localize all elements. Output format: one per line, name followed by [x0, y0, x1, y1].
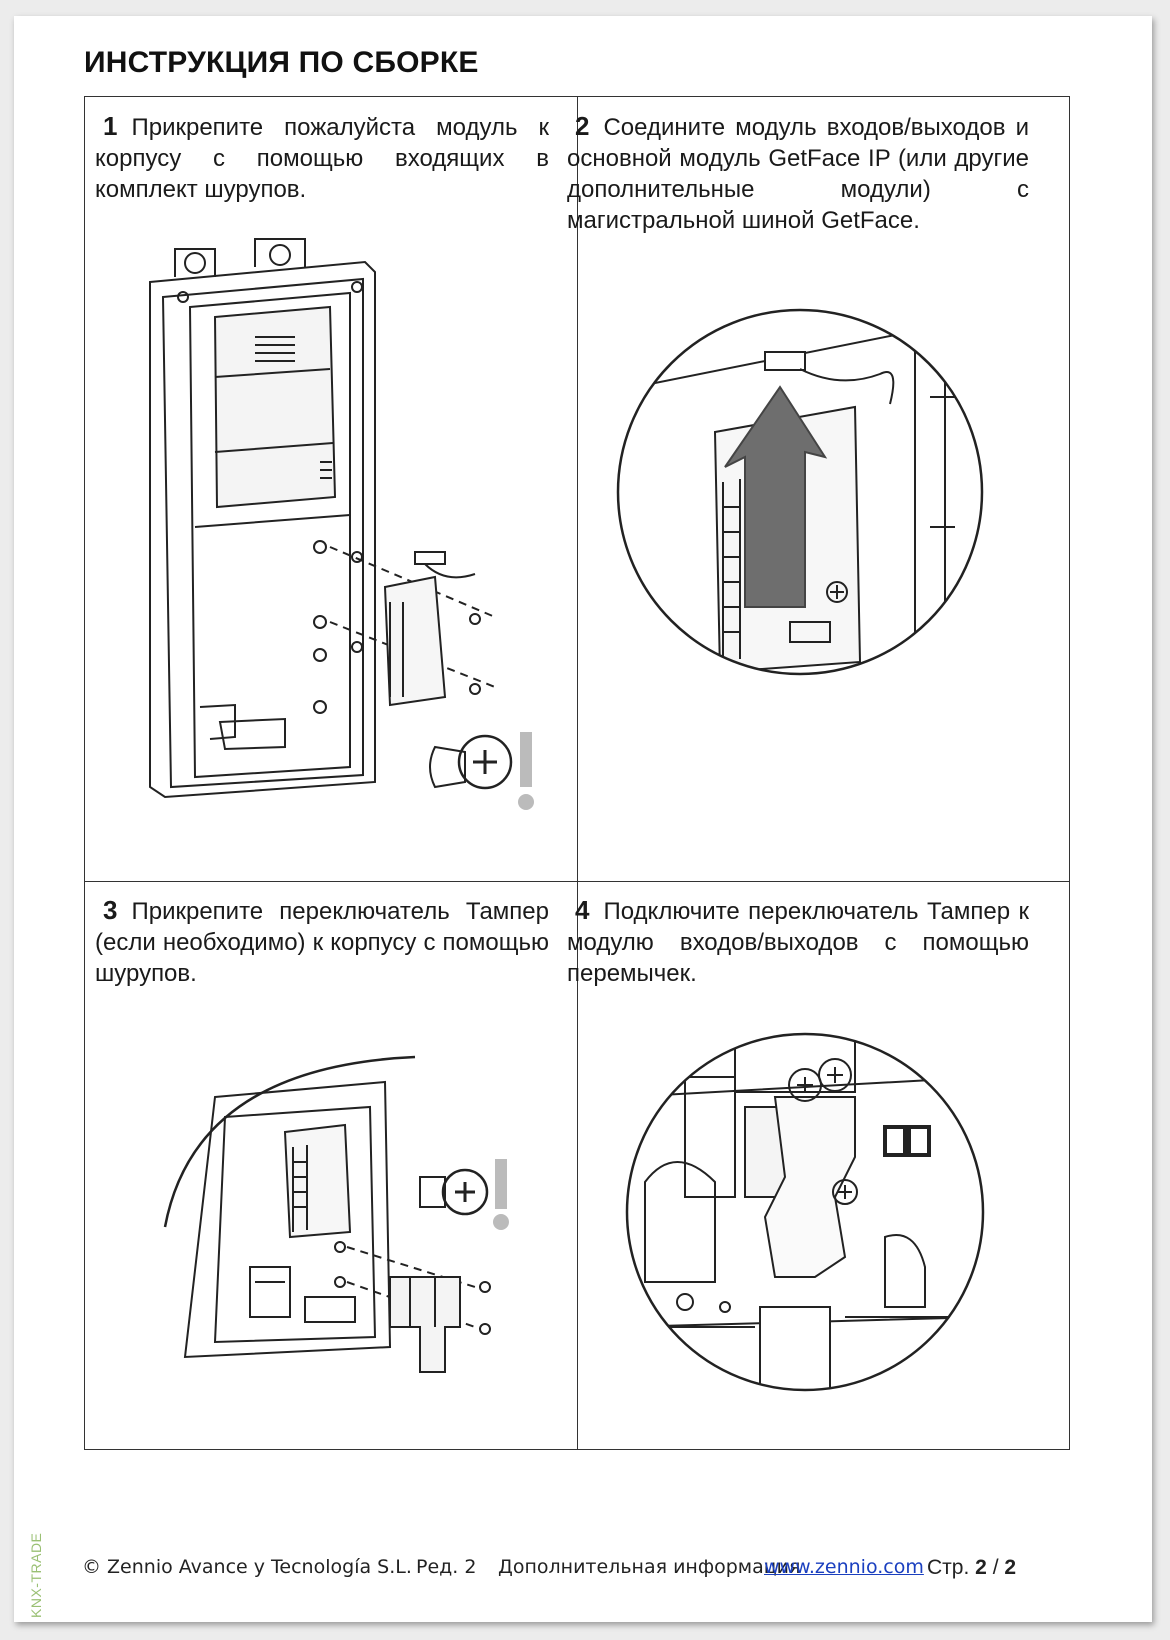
grid-divider-horizontal — [85, 881, 1069, 882]
step-4-text: Подключите переключатель Тампер к модулю… — [567, 898, 1029, 987]
step-4-number: 4 — [575, 895, 590, 925]
step-2-text: Соедините модуль входов/выходов и основн… — [567, 114, 1029, 234]
step-1-text: Прикрепите пожалуйста модуль к корпусу с… — [95, 114, 549, 203]
step-2-illustration — [616, 308, 984, 676]
step-4-illustration — [625, 1032, 985, 1392]
footer-copyright: © Zennio Avance y Tecnología S.L. — [82, 1556, 412, 1578]
step-2-number: 2 — [575, 111, 590, 141]
page-separator: / — [992, 1556, 999, 1579]
page-total: 2 — [1004, 1556, 1017, 1579]
footer-more-info: Дополнительная информация — [498, 1556, 801, 1578]
page-title: ИНСТРУКЦИЯ ПО СБОРКЕ — [84, 46, 479, 79]
step-3-text: Прикрепите переключатель Тампер (если не… — [95, 898, 549, 987]
step-3-number: 3 — [103, 895, 118, 925]
grid-divider-vertical — [577, 97, 578, 1449]
step-3-illustration — [163, 1055, 509, 1373]
footer-revision: Ред. 2 — [416, 1556, 477, 1578]
step-1-number: 1 — [103, 111, 118, 141]
page-current: 2 — [975, 1556, 987, 1579]
footer-website-link[interactable]: www.zennio.com — [764, 1556, 924, 1578]
side-watermark: KNX-TRADE — [28, 1532, 44, 1618]
footer-page-number: Стр. 2 / 2 — [927, 1556, 1016, 1580]
page-label: Стр. — [927, 1556, 970, 1579]
footer-link-wrapper: www.zennio.com — [764, 1556, 924, 1578]
step-1-illustration — [149, 238, 534, 810]
